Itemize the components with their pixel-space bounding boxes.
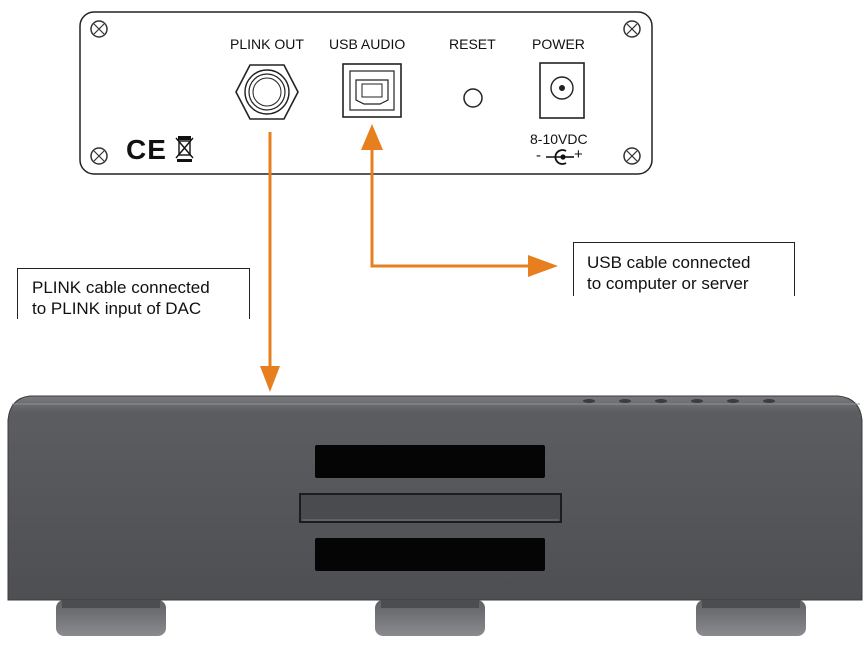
usb-callout-line1: USB cable connected bbox=[587, 253, 751, 272]
indicator-lights bbox=[583, 399, 775, 403]
power-jack-icon bbox=[539, 62, 585, 119]
screw-bottom-right-icon bbox=[623, 147, 641, 165]
plink-callout-line1: PLINK cable connected bbox=[32, 278, 210, 297]
plink-out-label: PLINK OUT bbox=[230, 36, 304, 52]
foot-left bbox=[56, 600, 166, 636]
voltage-label: 8-10VDC bbox=[530, 131, 588, 147]
foot-right bbox=[696, 600, 806, 636]
usb-callout-line2: to computer or server bbox=[587, 274, 749, 293]
plink-arrow bbox=[260, 132, 280, 392]
reset-label: RESET bbox=[449, 36, 496, 52]
plink-callout: PLINK cable connected to PLINK input of … bbox=[17, 268, 250, 319]
screw-top-left-icon bbox=[90, 20, 108, 38]
plink-callout-line2: to PLINK input of DAC bbox=[32, 299, 202, 318]
usb-callout: USB cable connected to computer or serve… bbox=[573, 242, 795, 296]
polarity-icon bbox=[546, 149, 574, 165]
front-slot-bottom bbox=[315, 538, 545, 571]
screw-top-right-icon bbox=[623, 20, 641, 38]
reset-button-icon bbox=[463, 88, 483, 108]
front-slot-top bbox=[315, 445, 545, 478]
weee-bin-icon bbox=[175, 136, 194, 162]
usb-b-connector-icon bbox=[342, 63, 402, 118]
front-display-window bbox=[299, 493, 562, 523]
foot-center bbox=[375, 600, 485, 636]
power-label: POWER bbox=[532, 36, 585, 52]
polarity-plus: + bbox=[574, 146, 583, 163]
usb-audio-label: USB AUDIO bbox=[329, 36, 406, 52]
polarity-minus: - bbox=[536, 147, 541, 164]
screw-bottom-left-icon bbox=[90, 147, 108, 165]
ce-mark: CE bbox=[126, 134, 167, 165]
plink-out-connector-icon bbox=[235, 64, 299, 120]
usb-arrow bbox=[361, 124, 558, 277]
